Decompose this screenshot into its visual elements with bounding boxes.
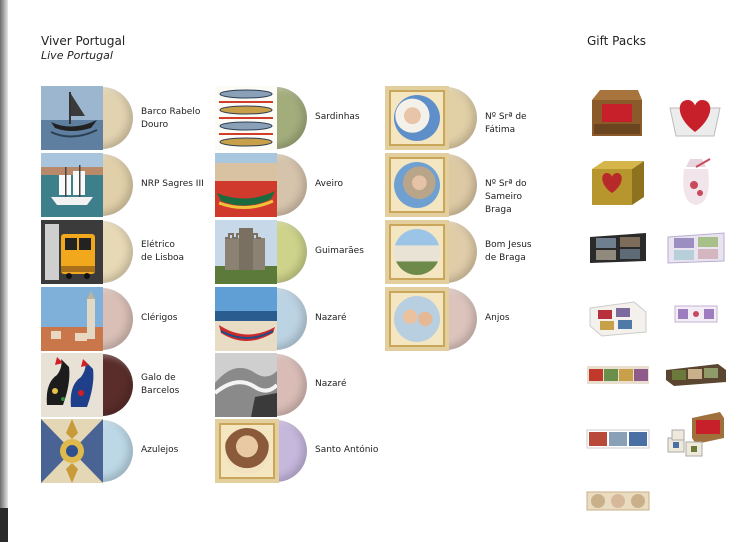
wooden-box-icon[interactable]: [588, 88, 646, 144]
tall-ship-photo: [41, 153, 103, 217]
madonna-photo: [385, 86, 449, 150]
stairway-photo: [385, 220, 449, 284]
product-label: Nazaré: [315, 379, 347, 389]
product-label: Nazaré: [315, 313, 347, 323]
product-label: Galo de Barcelos: [141, 373, 180, 396]
product-nazare-boat[interactable]: Nazaré: [215, 287, 385, 351]
sardines-photo: [215, 86, 277, 150]
page-edge-shadow: [0, 0, 8, 542]
red-box-icon[interactable]: [588, 298, 648, 342]
product-label: NRP Sagres III: [141, 179, 204, 189]
product-label: Clérigos: [141, 313, 178, 323]
castle-photo: [215, 220, 277, 284]
product-label: Aveiro: [315, 179, 344, 189]
tile-photo: [41, 419, 103, 483]
wood-crate-icon[interactable]: [664, 408, 726, 466]
tower-photo: [41, 287, 103, 351]
product-fatima[interactable]: Nº Srª de Fátima: [385, 86, 555, 150]
saint-photo: [215, 419, 279, 483]
green-tray-icon[interactable]: [664, 362, 728, 392]
product-label: Santo António: [315, 445, 379, 455]
product-label: Elétrico de Lisboa: [141, 240, 185, 263]
rooster-photo: [41, 353, 103, 417]
angels-strip-icon[interactable]: [586, 490, 650, 516]
product-guimaraes[interactable]: Guimarães: [215, 220, 385, 284]
product-aveiro[interactable]: Aveiro: [215, 153, 385, 217]
product-azulejos[interactable]: Azulejos: [41, 419, 211, 483]
product-nazare-wave[interactable]: Nazaré: [215, 353, 385, 417]
moliceiro-photo: [215, 153, 277, 217]
product-label: Nº Srª do Sameiro Braga: [485, 179, 527, 215]
product-label: Bom Jesus de Braga: [485, 240, 532, 263]
heart-box-icon[interactable]: [666, 88, 724, 144]
product-label: Anjos: [485, 313, 510, 323]
product-label: Sardinhas: [315, 112, 360, 122]
boat-photo: [41, 86, 103, 150]
product-label: Nº Srª de Fátima: [485, 112, 527, 135]
product-clerigos[interactable]: Clérigos: [41, 287, 211, 351]
sameiro-photo: [385, 153, 449, 217]
product-nrp-sagres[interactable]: NRP Sagres III: [41, 153, 211, 217]
strip-pack-icon[interactable]: [586, 364, 650, 390]
fishing-boat-photo: [215, 287, 277, 351]
product-anjos[interactable]: Anjos: [385, 287, 555, 351]
product-sardinhas[interactable]: Sardinhas: [215, 86, 385, 150]
sachet-icon[interactable]: [676, 153, 716, 211]
tile-strip-icon[interactable]: [586, 428, 650, 454]
product-label: Guimarães: [315, 246, 364, 256]
product-galo-de-barcelos[interactable]: Galo de Barcelos: [41, 353, 211, 417]
product-santo-antonio[interactable]: Santo António: [215, 419, 385, 483]
product-label: Barco Rabelo Douro: [141, 107, 201, 130]
wave-photo: [215, 353, 277, 417]
product-eletrico[interactable]: Elétrico de Lisboa: [41, 220, 211, 284]
page-subtitle: Live Portugal: [41, 49, 113, 62]
product-bom-jesus[interactable]: Bom Jesus de Braga: [385, 220, 555, 284]
small-purple-pack-icon[interactable]: [674, 303, 718, 329]
gold-box-icon[interactable]: [588, 153, 646, 211]
angels-photo: [385, 287, 449, 351]
tram-photo: [41, 220, 103, 284]
page-title: Viver Portugal: [41, 34, 126, 48]
black-box-icon[interactable]: [588, 231, 648, 269]
lavender-box-icon[interactable]: [666, 231, 726, 269]
gift-packs-title: Gift Packs: [587, 34, 647, 48]
product-label: Azulejos: [141, 445, 179, 455]
product-barco-rabelo[interactable]: Barco Rabelo Douro: [41, 86, 211, 150]
product-sameiro[interactable]: Nº Srª do Sameiro Braga: [385, 153, 555, 217]
